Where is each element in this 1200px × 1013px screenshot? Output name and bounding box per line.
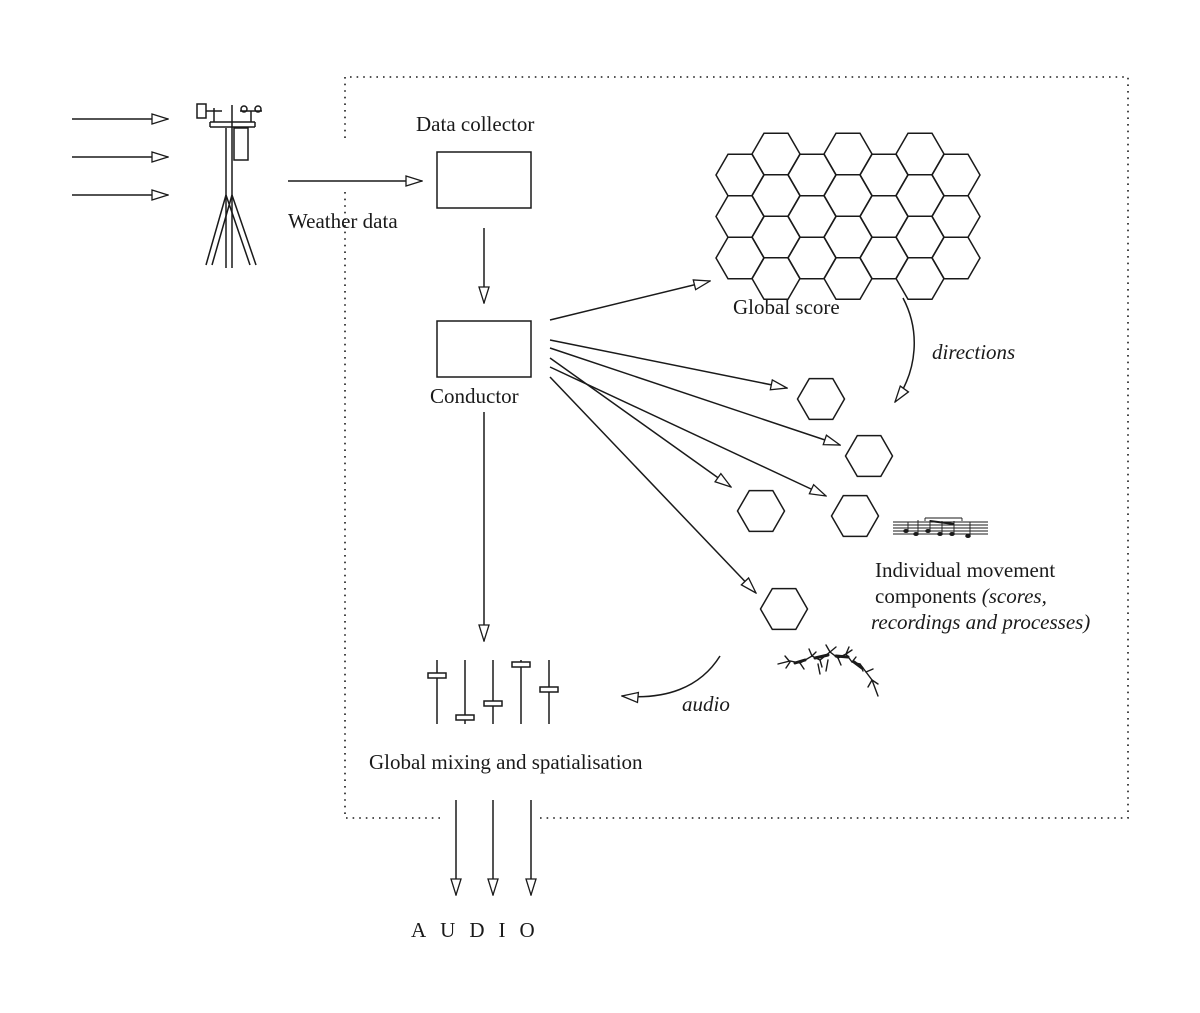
score-hex-cell bbox=[823, 132, 873, 176]
data-collector-label: Data collector bbox=[416, 112, 534, 136]
score-hex-cell bbox=[895, 256, 945, 301]
score-hex-cell bbox=[895, 173, 945, 218]
score-hex-cell bbox=[751, 173, 801, 218]
directions-label: directions bbox=[932, 340, 1015, 364]
system-boundary bbox=[344, 76, 1129, 819]
score-hex-cell bbox=[715, 236, 765, 280]
score-hex-cell bbox=[823, 215, 873, 259]
score-hex-cell bbox=[859, 194, 909, 239]
score-hex-cell bbox=[751, 132, 801, 176]
global-score-hex-grid bbox=[715, 132, 981, 301]
components-label-line1: Individual movement bbox=[875, 558, 1055, 582]
music-score-icon bbox=[893, 517, 988, 539]
incoming-weather-arrows bbox=[72, 119, 168, 195]
score-hex-cell bbox=[715, 153, 765, 197]
global-score-label: Global score bbox=[733, 295, 840, 319]
components-label-italic: (scores, bbox=[982, 584, 1047, 608]
score-hex-cell bbox=[895, 132, 945, 176]
directions-arrow bbox=[895, 297, 915, 402]
score-hex-cell bbox=[859, 236, 909, 280]
weather-data-label: Weather data bbox=[288, 209, 398, 233]
mixer-faders-icon bbox=[427, 660, 559, 724]
score-hex-cell bbox=[823, 256, 873, 301]
component-hexagons bbox=[736, 377, 894, 631]
score-hex-cell bbox=[787, 194, 837, 239]
conductor-output-arrows bbox=[549, 281, 840, 593]
conductor-label: Conductor bbox=[430, 384, 519, 408]
components-label-line2: components (scores, bbox=[875, 584, 1047, 608]
score-hex-cell bbox=[931, 194, 981, 239]
score-hex-cell bbox=[751, 256, 801, 301]
conductor-box bbox=[436, 320, 532, 378]
audio-output-label: AUDIO bbox=[411, 918, 549, 942]
score-hex-cell bbox=[931, 236, 981, 280]
score-hex-cell bbox=[715, 194, 765, 239]
score-hex-cell bbox=[751, 215, 801, 259]
score-hex-cell bbox=[931, 153, 981, 197]
score-hex-cell bbox=[823, 173, 873, 218]
score-hex-cell bbox=[895, 215, 945, 259]
score-hex-cell bbox=[787, 153, 837, 197]
components-label-plain: components bbox=[875, 584, 982, 608]
score-hex-cell bbox=[859, 153, 909, 197]
component-hex bbox=[844, 434, 894, 478]
weather-station-icon bbox=[196, 103, 262, 268]
score-hex-cell bbox=[787, 236, 837, 280]
component-hex bbox=[796, 377, 846, 421]
component-hex bbox=[830, 494, 880, 538]
global-mixing-label: Global mixing and spatialisation bbox=[369, 750, 643, 774]
audio-return-arrow bbox=[622, 655, 721, 697]
data-collector-box bbox=[436, 151, 532, 209]
component-hex bbox=[736, 489, 786, 533]
audio-small-label: audio bbox=[682, 692, 730, 716]
components-label-line3: recordings and processes) bbox=[871, 610, 1090, 634]
waveform-icon bbox=[777, 644, 879, 697]
audio-output-arrows bbox=[456, 800, 531, 895]
component-hex bbox=[759, 587, 809, 631]
